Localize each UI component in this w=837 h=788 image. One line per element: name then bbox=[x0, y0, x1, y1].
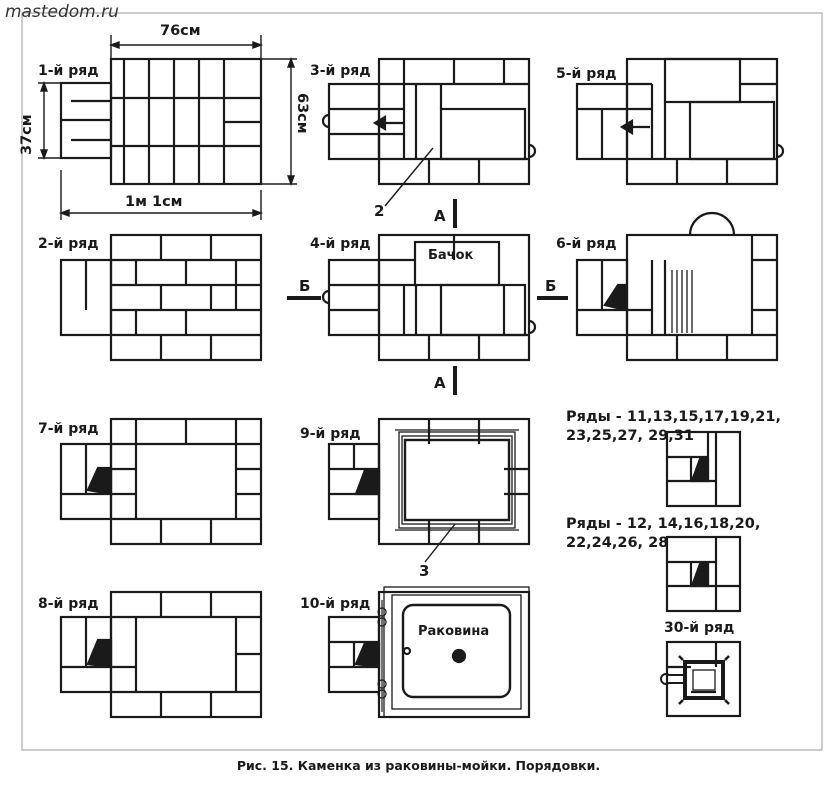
even-rows-plan bbox=[665, 535, 742, 613]
odd-rows-plan bbox=[665, 430, 742, 508]
dimension-width: 76см bbox=[160, 23, 201, 39]
row-8-plan bbox=[59, 590, 263, 719]
row-7-plan bbox=[59, 417, 263, 546]
dimension-total: 1м 1см bbox=[125, 194, 183, 210]
callout-2: 2 bbox=[374, 202, 385, 220]
row-1-label: 1-й ряд bbox=[38, 63, 99, 79]
tank-label: Бачок bbox=[428, 248, 474, 263]
row-4-plan bbox=[321, 233, 537, 362]
section-b-right: Б bbox=[545, 277, 557, 295]
row-30-plan bbox=[660, 640, 742, 718]
row-7-label: 7-й ряд bbox=[38, 421, 99, 437]
row-3-plan bbox=[321, 57, 537, 207]
row-6-plan bbox=[575, 211, 779, 362]
dimension-lines bbox=[38, 35, 297, 220]
row-2-plan bbox=[59, 233, 263, 362]
dimension-depth: 37см bbox=[19, 114, 35, 155]
row-6-label: 6-й ряд bbox=[556, 236, 617, 252]
row-10-plan bbox=[327, 586, 531, 719]
section-a-bottom: А bbox=[434, 374, 446, 392]
even-rows-label: Ряды - 12, 14,16,18,20, 22,24,26, 28 bbox=[566, 516, 761, 551]
section-a-top: А bbox=[434, 207, 446, 225]
callout-3: 3 bbox=[419, 562, 430, 580]
row-9-plan bbox=[327, 417, 531, 563]
row-5-label: 5-й ряд bbox=[556, 66, 617, 82]
row-2-label: 2-й ряд bbox=[38, 236, 99, 252]
row-10-label: 10-й ряд bbox=[300, 596, 371, 612]
figure-frame bbox=[21, 12, 823, 751]
sink-label: Раковина bbox=[418, 624, 490, 639]
row-5-plan bbox=[575, 57, 785, 186]
odd-rows-label: Ряды - 11,13,15,17,19,21, 23,25,27, 29,3… bbox=[566, 409, 781, 444]
figure-caption: Рис. 15. Каменка из раковины-мойки. Поря… bbox=[236, 758, 601, 773]
row-3-label: 3-й ряд bbox=[310, 63, 371, 79]
row-9-label: 9-й ряд bbox=[300, 426, 361, 442]
row-1-plan bbox=[59, 57, 263, 186]
section-marks bbox=[287, 199, 568, 395]
row-4-label: 4-й ряд bbox=[310, 236, 371, 252]
row-8-label: 8-й ряд bbox=[38, 596, 99, 612]
watermark: mastedom.ru bbox=[5, 2, 119, 22]
row-30-label: 30-й ряд bbox=[664, 620, 735, 636]
section-b-left: Б bbox=[299, 277, 311, 295]
dimension-height: 63см bbox=[294, 93, 310, 134]
